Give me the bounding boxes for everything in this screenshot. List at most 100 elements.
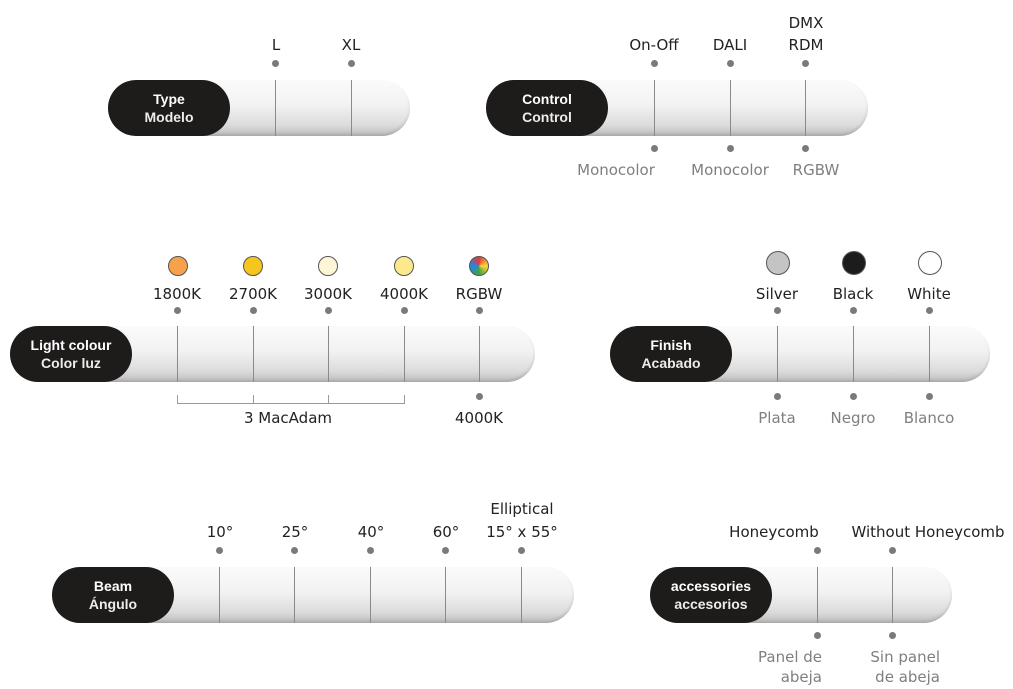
beam-tag: Beam Ángulo <box>52 567 174 623</box>
beam-subtitle: Ángulo <box>88 596 138 612</box>
beam-divider-3 <box>370 567 371 623</box>
control-dot-top-3 <box>802 60 809 67</box>
finish-dot-bottom-2 <box>850 393 857 400</box>
light-colour-tag: Light colour Color luz <box>10 326 132 382</box>
accessories-bottom-1-line2: abeja <box>780 668 822 686</box>
light-colour-option-rgbw: RGBW <box>455 285 503 303</box>
type-dot-l <box>272 60 279 67</box>
beam-option-60: 60° <box>432 523 460 541</box>
light-colour-dot-1 <box>174 307 181 314</box>
control-divider-1 <box>654 80 655 136</box>
type-divider-l <box>275 80 276 136</box>
finish-bottom-negro: Negro <box>830 409 876 427</box>
swatch-white <box>918 251 942 275</box>
macadam-bracket-base <box>177 403 405 404</box>
light-colour-dot-2 <box>250 307 257 314</box>
finish-option-white: White <box>907 285 951 303</box>
beam-dot-5 <box>518 547 525 554</box>
control-option-dali: DALI <box>712 36 748 54</box>
finish-divider-3 <box>929 326 930 382</box>
accessories-bottom-2-line1: Sin panel <box>870 648 940 666</box>
accessories-divider-2 <box>892 567 893 623</box>
finish-dot-top-3 <box>926 307 933 314</box>
finish-dot-top-2 <box>850 307 857 314</box>
accessories-option-honeycomb: Honeycomb <box>729 523 819 541</box>
control-bottom-monocolor-2: Monocolor <box>691 161 769 179</box>
control-option-dmx-line1: DMX <box>788 14 824 32</box>
light-colour-divider-5 <box>479 326 480 382</box>
swatch-2700k <box>243 256 263 276</box>
control-dot-top-1 <box>651 60 658 67</box>
beam-divider-5 <box>521 567 522 623</box>
type-option-xl: XL <box>341 36 361 54</box>
finish-subtitle: Acabado <box>641 355 701 371</box>
swatch-4000k <box>394 256 414 276</box>
finish-dot-bottom-3 <box>926 393 933 400</box>
accessories-divider-1 <box>817 567 818 623</box>
beam-dot-2 <box>291 547 298 554</box>
finish-dot-bottom-1 <box>774 393 781 400</box>
light-colour-divider-3 <box>328 326 329 382</box>
control-bottom-monocolor-1: Monocolor <box>577 161 655 179</box>
swatch-rgbw <box>469 256 489 276</box>
accessories-tag: accessories accesorios <box>650 567 772 623</box>
light-colour-option-2700k: 2700K <box>228 285 277 303</box>
macadam-label: 3 MacAdam <box>243 409 332 427</box>
light-colour-option-4000k: 4000K <box>379 285 428 303</box>
accessories-bottom-1-line1: Panel de <box>758 648 822 666</box>
accessories-title: accessories <box>670 578 752 594</box>
finish-option-silver: Silver <box>755 285 799 303</box>
control-dot-bottom-1 <box>651 145 658 152</box>
control-dot-top-2 <box>727 60 734 67</box>
accessories-dot-top-2 <box>889 547 896 554</box>
finish-bottom-blanco: Blanco <box>903 409 955 427</box>
macadam-bracket-left <box>177 395 178 403</box>
macadam-bracket-right <box>404 395 405 403</box>
beam-divider-4 <box>445 567 446 623</box>
finish-divider-2 <box>853 326 854 382</box>
beam-option-40: 40° <box>357 523 385 541</box>
accessories-dot-top-1 <box>814 547 821 554</box>
beam-dot-3 <box>367 547 374 554</box>
macadam-bracket-tick-3 <box>328 395 329 403</box>
beam-option-elliptical-line1: Elliptical <box>490 500 554 518</box>
light-colour-divider-4 <box>404 326 405 382</box>
control-subtitle: Control <box>522 109 572 125</box>
control-bottom-rgbw: RGBW <box>792 161 840 179</box>
light-colour-subtitle: Color luz <box>41 355 101 371</box>
macadam-bracket-tick-2 <box>253 395 254 403</box>
light-colour-option-3000k: 3000K <box>303 285 352 303</box>
light-colour-dot-3 <box>325 307 332 314</box>
light-colour-dot-4 <box>401 307 408 314</box>
control-option-dmx-line2: RDM <box>788 36 824 54</box>
type-option-l: L <box>271 36 281 54</box>
light-colour-dot-rgbw-bottom <box>476 393 483 400</box>
control-dot-bottom-3 <box>802 145 809 152</box>
accessories-dot-bottom-2 <box>889 632 896 639</box>
accessories-subtitle: accesorios <box>674 596 748 612</box>
beam-dot-1 <box>216 547 223 554</box>
swatch-silver <box>766 251 790 275</box>
finish-divider-1 <box>777 326 778 382</box>
beam-divider-1 <box>219 567 220 623</box>
control-divider-2 <box>730 80 731 136</box>
beam-title: Beam <box>93 578 133 594</box>
beam-dot-4 <box>442 547 449 554</box>
accessories-dot-bottom-1 <box>814 632 821 639</box>
light-colour-divider-1 <box>177 326 178 382</box>
swatch-black <box>842 251 866 275</box>
finish-title: Finish <box>650 337 692 353</box>
beam-divider-2 <box>294 567 295 623</box>
control-dot-bottom-2 <box>727 145 734 152</box>
swatch-1800k <box>168 256 188 276</box>
light-colour-title: Light colour <box>30 337 112 353</box>
type-tag: Type Modelo <box>108 80 230 136</box>
accessories-option-without-honeycomb: Without Honeycomb <box>851 523 1005 541</box>
beam-option-elliptical-line2: 15° x 55° <box>486 523 558 541</box>
control-title: Control <box>522 91 572 107</box>
finish-bottom-plata: Plata <box>758 409 796 427</box>
light-colour-divider-2 <box>253 326 254 382</box>
control-option-onoff: On-Off <box>629 36 679 54</box>
finish-option-black: Black <box>832 285 874 303</box>
